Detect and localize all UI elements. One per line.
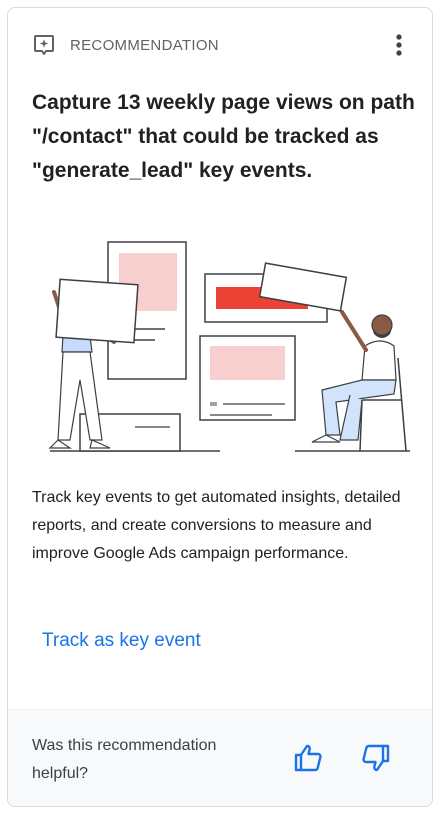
recommendation-sparkle-icon bbox=[32, 33, 56, 57]
feedback-footer: Was this recommendation helpful? bbox=[8, 709, 432, 806]
feedback-question: Was this recommendation helpful? bbox=[32, 737, 217, 782]
recommendation-title: Capture 13 weekly page views on path "/c… bbox=[32, 91, 415, 182]
thumb-up-button[interactable] bbox=[290, 740, 326, 776]
thumb-down-icon bbox=[362, 744, 390, 772]
recommendation-illustration bbox=[40, 230, 418, 455]
recommendation-description: Track key events to get automated insigh… bbox=[32, 489, 401, 562]
card-header: RECOMMENDATION bbox=[32, 32, 412, 58]
more-vert-icon bbox=[396, 34, 402, 56]
recommendation-card: RECOMMENDATION Capture 13 weekly page vi… bbox=[7, 7, 433, 807]
thumb-down-button[interactable] bbox=[358, 740, 394, 776]
thumb-up-icon bbox=[294, 744, 322, 772]
card-type-label: RECOMMENDATION bbox=[70, 36, 219, 54]
more-options-button[interactable] bbox=[386, 32, 412, 58]
track-as-key-event-link[interactable]: Track as key event bbox=[42, 630, 201, 651]
